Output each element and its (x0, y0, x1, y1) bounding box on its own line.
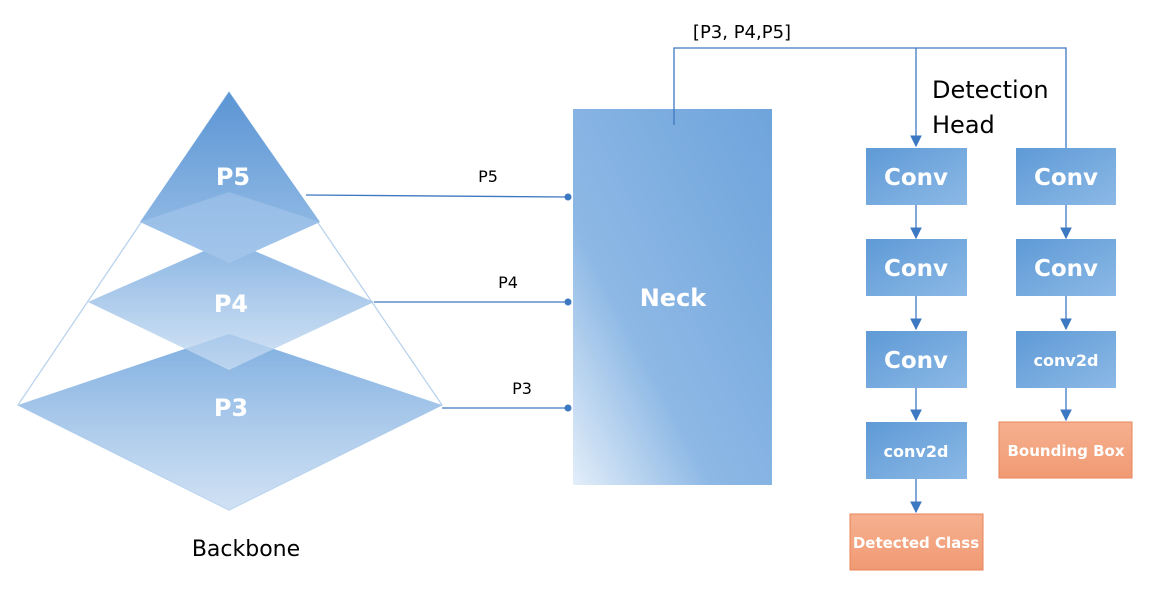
neck-rect (573, 109, 772, 485)
detection-head-title: Detection Head (932, 76, 1049, 139)
neck-block: Neck (573, 109, 772, 485)
p5-connector (305, 194, 569, 198)
backbone-caption: Backbone (192, 537, 300, 562)
bounding-box-label: Bounding Box (1007, 442, 1124, 460)
pyramid-label-p4: P4 (214, 290, 248, 318)
neck-to-head-routing: [P3, P4,P5] (673, 22, 1072, 166)
pyramid-label-p5: P5 (216, 163, 250, 191)
box-conv-1-label: Conv (1034, 165, 1098, 191)
detected-class-box (849, 513, 984, 571)
class-conv-2-label: Conv (884, 256, 948, 282)
top-connector-label: [P3, P4,P5] (693, 22, 791, 43)
bounding-box-box (998, 421, 1133, 479)
route-to-box-branch (673, 47, 1072, 166)
class-branch: Conv Conv Conv conv2d Detected Class (849, 148, 984, 571)
class-conv2d (866, 422, 967, 479)
detection-head-title-line2: Head (932, 111, 995, 139)
box-branch: Conv Conv conv2d Bounding Box (998, 148, 1133, 479)
p4-connector-label: P4 (498, 273, 518, 292)
p3-connector-dot (564, 404, 572, 412)
pyramid-top-facet (140, 192, 320, 263)
p3-connector-label: P3 (512, 379, 532, 398)
box-conv2d-label: conv2d (1034, 351, 1099, 370)
neck-label: Neck (640, 284, 708, 312)
class-conv-1 (866, 148, 967, 205)
pyramid-base-fill (18, 334, 442, 510)
p4-connector-dot (564, 298, 572, 306)
box-conv-1 (1016, 148, 1116, 205)
detection-head-title-line1: Detection (932, 76, 1049, 104)
class-conv-3 (866, 331, 967, 388)
backbone-to-neck-connections: P5 P4 P3 (305, 167, 572, 412)
p5-connector-label: P5 (478, 167, 498, 186)
detected-class-label: Detected Class (853, 534, 979, 552)
box-conv2d (1016, 331, 1116, 388)
pyramid-mid-fill (88, 240, 374, 370)
class-conv2d-label: conv2d (884, 442, 949, 461)
pyramid-label-p3: P3 (214, 394, 248, 422)
p5-connector-dot (564, 193, 572, 201)
class-conv-1-label: Conv (884, 165, 948, 191)
backbone-pyramid: P5 P4 P3 Backbone (17, 90, 443, 562)
class-conv-3-label: Conv (884, 348, 948, 374)
box-conv-2-label: Conv (1034, 256, 1098, 282)
class-conv-2 (866, 239, 967, 296)
box-conv-2 (1016, 239, 1116, 296)
